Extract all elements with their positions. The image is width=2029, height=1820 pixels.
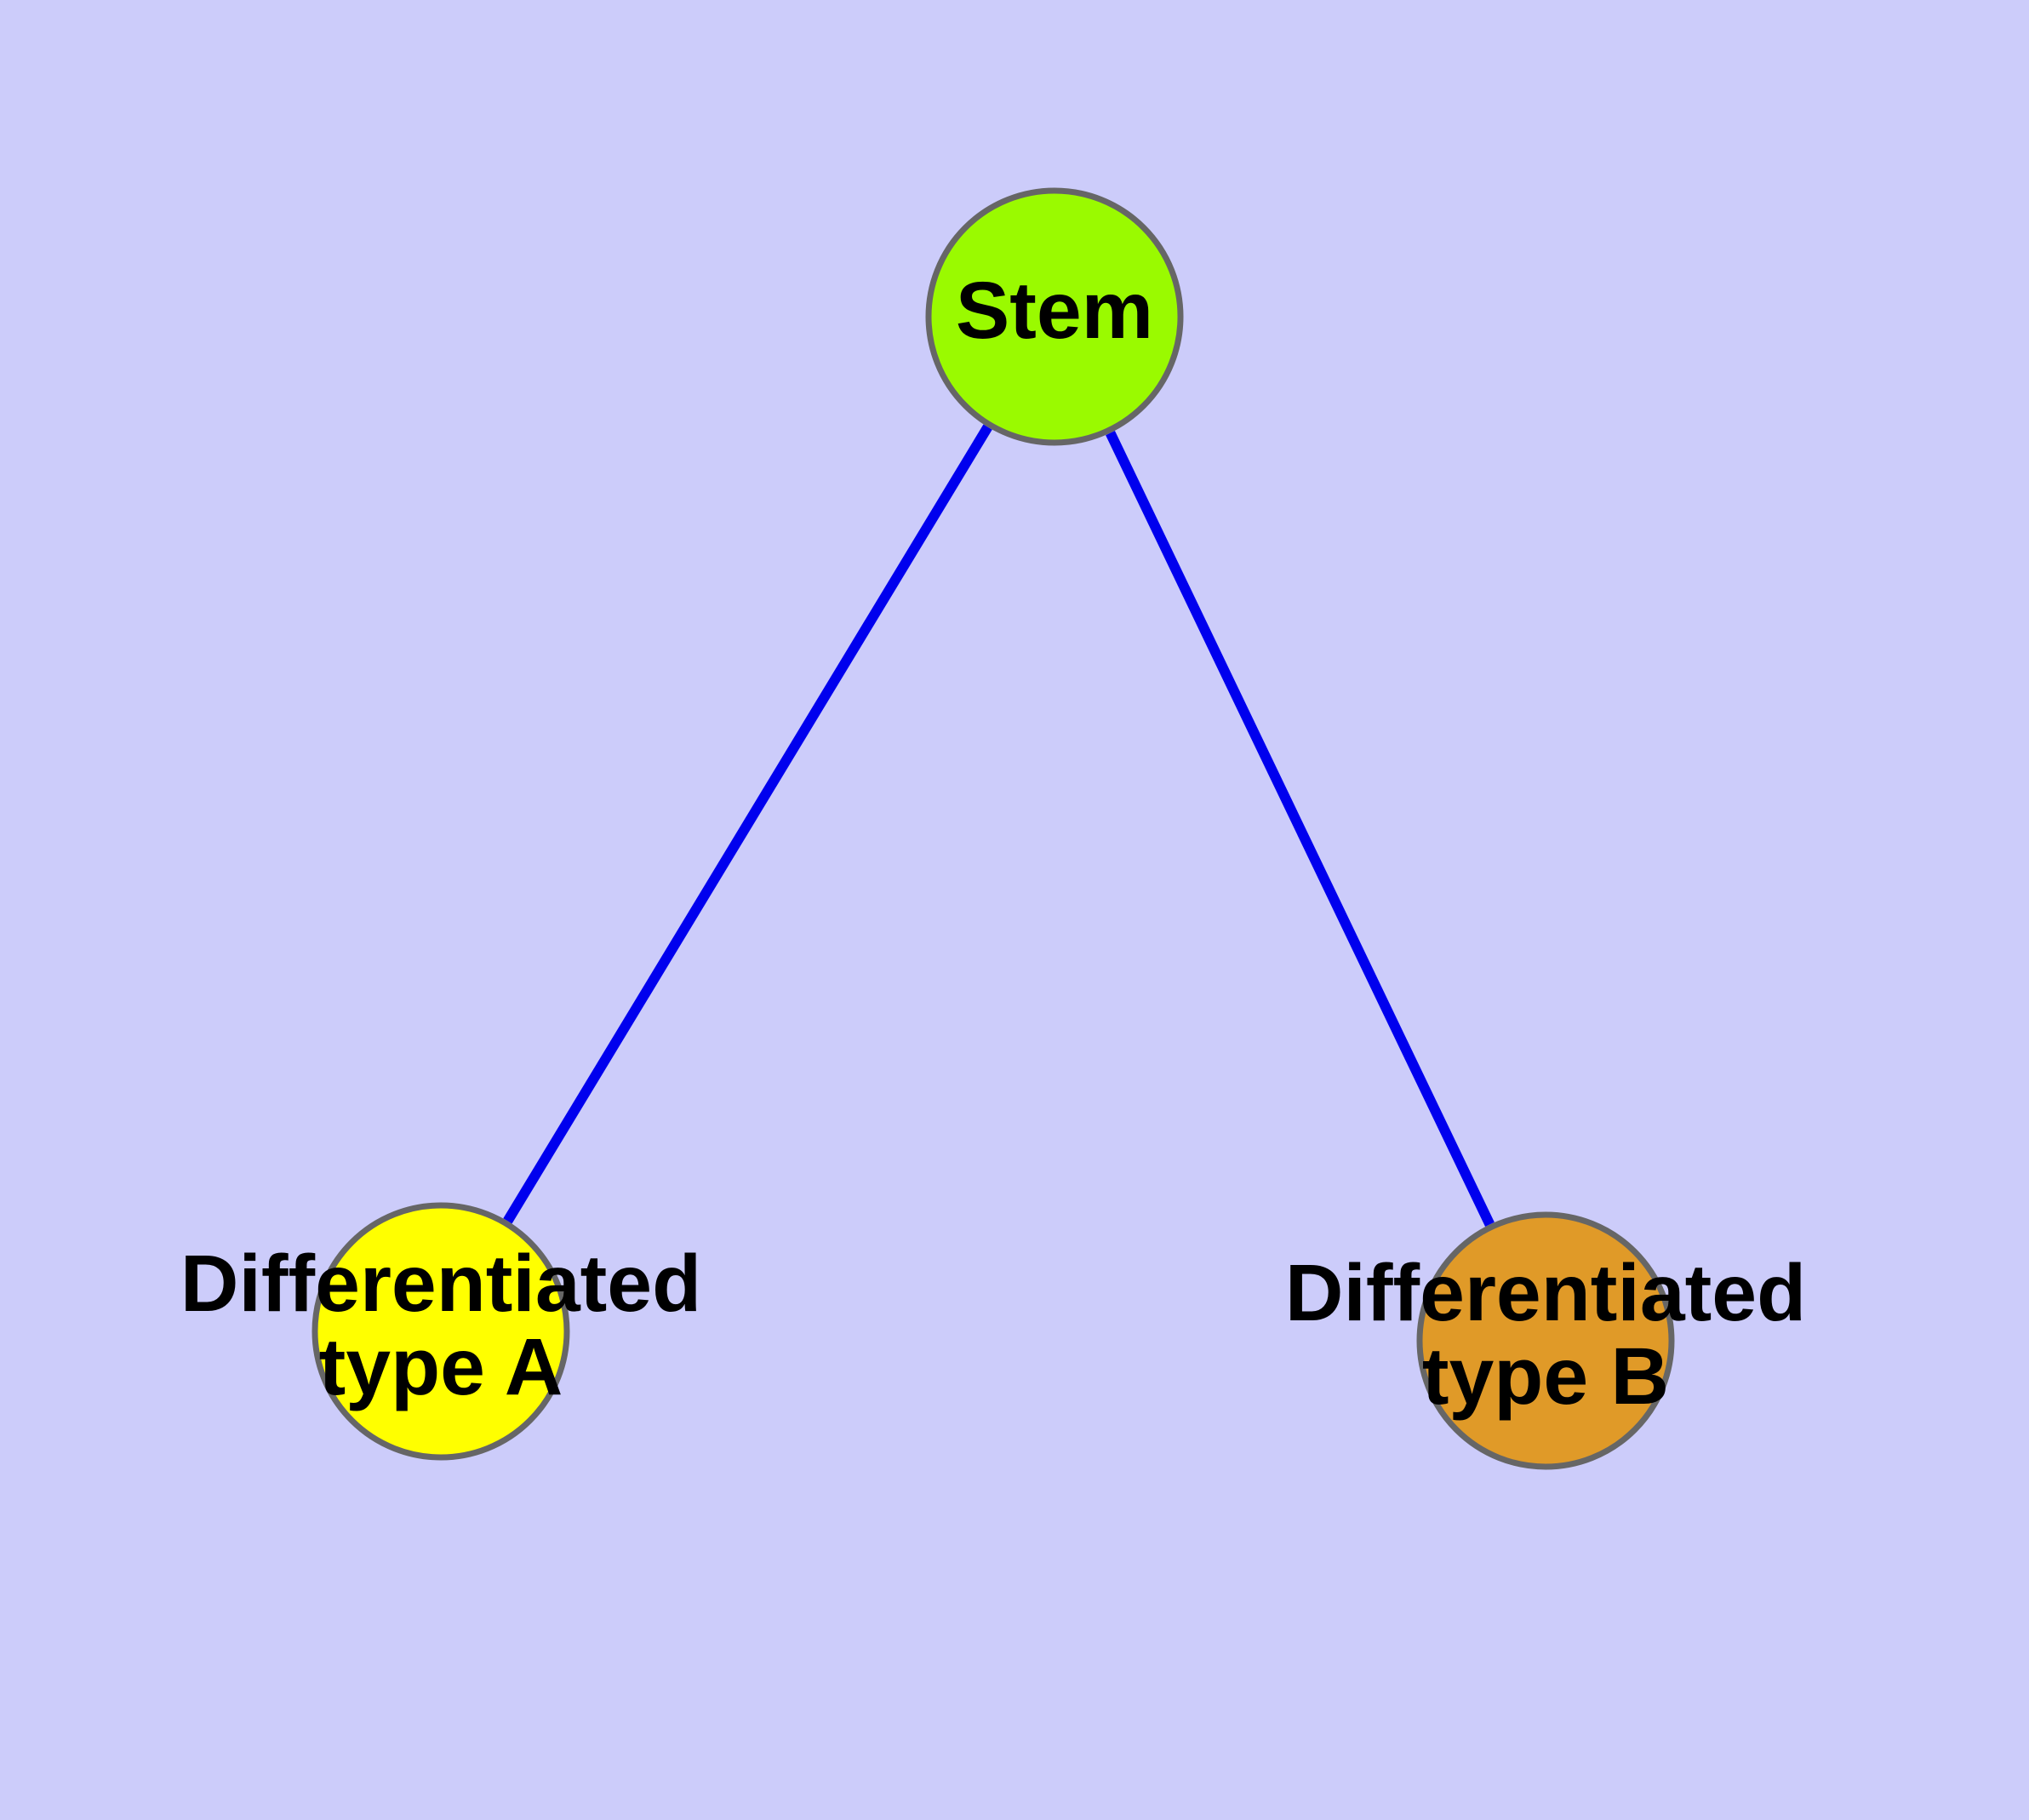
node-label-stem: Stem (956, 266, 1153, 356)
graph-node-stem[interactable]: Stem (925, 187, 1184, 446)
node-label-line: type B (1422, 1331, 1669, 1422)
node-label-line: Stem (956, 266, 1153, 356)
node-circle-diff_a[interactable] (311, 1202, 570, 1461)
node-label-line: Differentiated (1285, 1248, 1806, 1338)
edges-layer (503, 424, 1495, 1227)
node-label-line: Differentiated (180, 1239, 701, 1329)
node-circle-stem[interactable] (925, 187, 1184, 446)
graph-edge-stem-to-diff_b[interactable] (1106, 431, 1495, 1227)
graph-edge-stem-to-diff_a[interactable] (503, 424, 992, 1224)
node-label-line: type A (319, 1322, 563, 1412)
node-circle-diff_b[interactable] (1416, 1211, 1675, 1470)
